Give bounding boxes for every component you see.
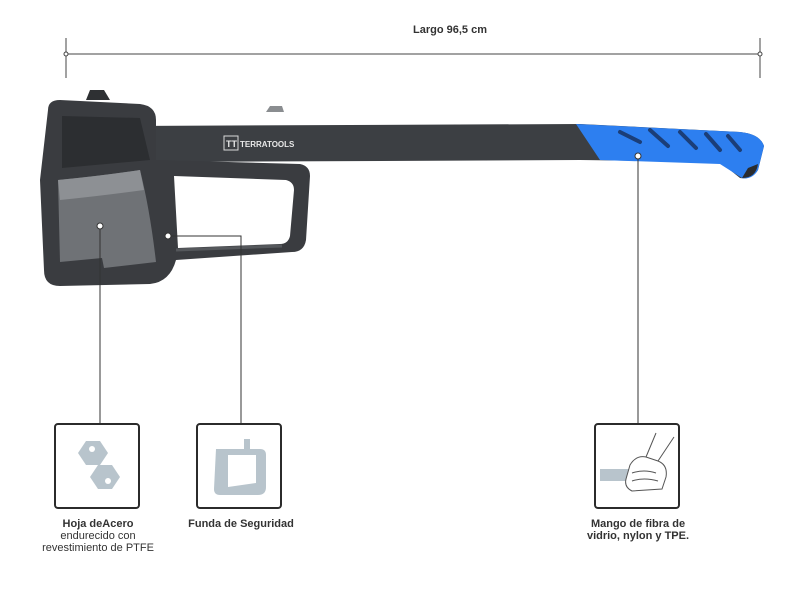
brand-logo: TT xyxy=(226,139,237,149)
length-label: Largo 96,5 cm xyxy=(413,24,487,36)
sheath-clip xyxy=(86,90,110,100)
feature-box-handle xyxy=(594,423,680,509)
blue-grip xyxy=(576,124,764,179)
brand-name: TERRATOOLS xyxy=(240,140,295,149)
safety-sheath-icon xyxy=(214,439,266,495)
feature-caption-handle: Mango de fibra de vidrio, nylon y TPE. xyxy=(586,518,690,542)
brand-logo-box xyxy=(223,135,239,151)
leader-line-sheath xyxy=(171,235,242,426)
sheath-window xyxy=(174,176,294,248)
feature-caption-blade: Hoja deAcero endurecido con revestimient… xyxy=(42,518,154,554)
feature-box-sheath xyxy=(196,423,282,509)
handle-clip xyxy=(266,106,284,112)
steel-blade-icon xyxy=(78,441,120,489)
feature-caption-sheath: Funda de Seguridad xyxy=(188,518,294,530)
feature-box-blade xyxy=(54,423,140,509)
hand-grip-icon xyxy=(600,432,675,492)
